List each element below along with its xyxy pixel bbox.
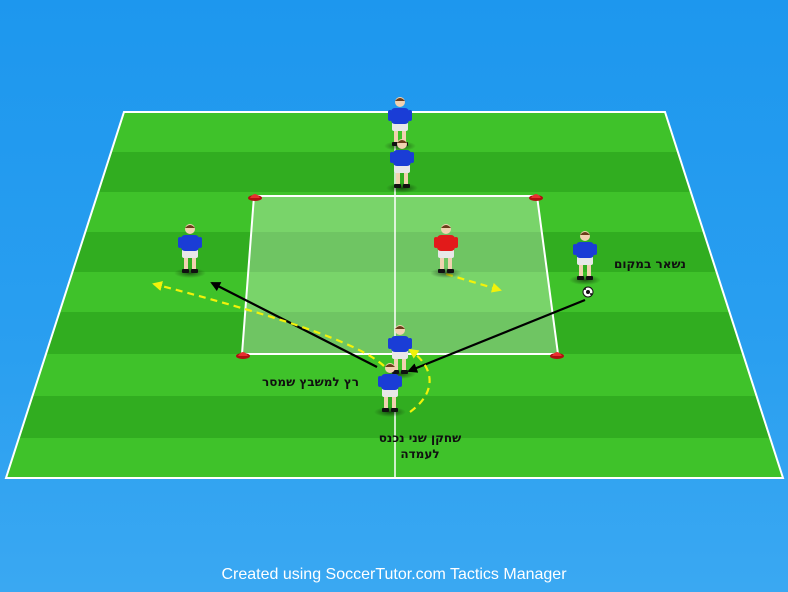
run-arrow [445,272,502,293]
movements [152,272,586,413]
pitch-boundary [4,111,785,479]
second-player-label-line1: שחקן שני נכנס [378,431,462,445]
second-player-label-line2: לעמדה [400,447,440,461]
run-arrow [408,348,431,413]
square-area [242,196,558,354]
run-to-passer-label: רץ למשבץ שמסר [262,375,359,389]
footer-credit: Created using SoccerTutor.com Tactics Ma… [221,566,567,583]
second-player-label: שחקן שני נכנס לעמדה [360,430,480,462]
cone [248,194,262,201]
cone [529,194,543,201]
pass-arrow [407,298,586,373]
pitch [4,111,785,479]
ball [582,286,594,298]
stay-in-place-label: נשאר במקום [614,257,686,271]
cone [550,352,564,359]
run-arrow [152,281,385,367]
cones [236,194,564,359]
cone [236,352,250,359]
